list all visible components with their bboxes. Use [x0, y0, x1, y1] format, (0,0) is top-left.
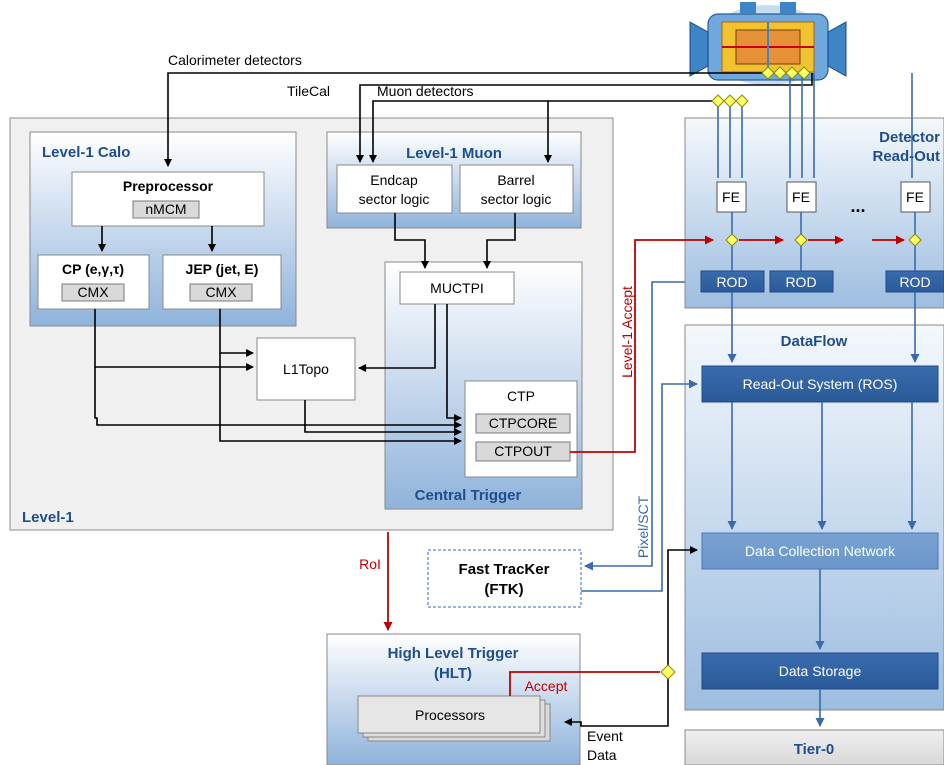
- dcn-label: Data Collection Network: [745, 543, 896, 559]
- level1-title: Level-1: [22, 509, 74, 526]
- endcap-box: [336, 164, 453, 214]
- detector-readout-title-line1: Detector: [879, 129, 940, 146]
- blue-connections: [581, 73, 920, 727]
- event-data-label-line1: Event: [587, 728, 623, 744]
- red-connections: [383, 235, 905, 696]
- cp-label: CP (e,γ,τ): [62, 261, 124, 277]
- l1topo-label: L1Topo: [283, 361, 329, 377]
- muon-detectors-label: Muon detectors: [377, 83, 474, 99]
- ctp-label: CTP: [507, 388, 535, 404]
- cp-cmx-label: CMX: [77, 284, 109, 300]
- data-storage-label: Data Storage: [779, 663, 862, 679]
- barrel-label-line1: Barrel: [497, 172, 534, 188]
- fe-label-1: FE: [722, 189, 740, 205]
- roi-label: RoI: [359, 556, 381, 572]
- ctpout-label: CTPOUT: [494, 443, 552, 459]
- endcap-label-line2: sector logic: [359, 191, 430, 207]
- dataflow-title: DataFlow: [781, 333, 848, 350]
- ctpcore-label: CTPCORE: [489, 415, 557, 431]
- accept-label: Accept: [525, 678, 568, 694]
- tier0-label: Tier-0: [794, 741, 835, 758]
- tier0-box: [684, 729, 944, 765]
- rod-label-3: ROD: [899, 274, 930, 290]
- ftk-box: [427, 549, 582, 608]
- ros-box: [701, 365, 939, 403]
- text-layer: Calorimeter detectors TileCal Muon detec…: [22, 52, 940, 763]
- preprocessor-label: Preprocessor: [123, 178, 214, 194]
- atlas-detector-graphic: [689, 2, 847, 85]
- fe-box-2: [786, 181, 817, 213]
- jep-cmx-box: [189, 283, 253, 302]
- rod-label-1: ROD: [716, 274, 747, 290]
- jep-label: JEP (jet, E): [186, 261, 259, 277]
- processors-label: Processors: [415, 707, 485, 723]
- fe-box-3: [900, 181, 931, 213]
- hlt-title-line2: (HLT): [434, 665, 472, 682]
- nmcm-label: nMCM: [145, 201, 186, 217]
- rod-label-2: ROD: [785, 274, 816, 290]
- pixel-sct-label: Pixel/SCT: [635, 495, 651, 558]
- level1-connections: [94, 72, 813, 727]
- ftk-label-line1: Fast TracKer: [459, 561, 550, 578]
- fe-label-3: FE: [906, 189, 924, 205]
- level1-calo-title: Level-1 Calo: [42, 144, 130, 161]
- jep-cmx-label: CMX: [205, 284, 237, 300]
- processors-box: [357, 695, 541, 734]
- preprocessor-box: [71, 171, 265, 227]
- tilecal-label: TileCal: [287, 83, 330, 99]
- dcn-box: [701, 532, 939, 570]
- detector-readout-title-line2: Read-Out: [873, 148, 941, 165]
- fe-box-1: [716, 181, 747, 213]
- fe-label-2: FE: [792, 189, 810, 205]
- calorimeter-detectors-label: Calorimeter detectors: [168, 52, 302, 68]
- barrel-box: [459, 164, 574, 214]
- muctpi-box: [399, 271, 515, 305]
- ros-label: Read-Out System (ROS): [743, 376, 898, 392]
- hlt-title-line1: High Level Trigger: [388, 645, 519, 662]
- endcap-label-line1: Endcap: [370, 172, 418, 188]
- event-data-label-line2: Data: [587, 747, 617, 763]
- level1-muon-title: Level-1 Muon: [406, 145, 502, 162]
- l1topo-box: [256, 337, 356, 401]
- cp-cmx-box: [61, 283, 125, 302]
- connector-diamonds: [660, 66, 922, 680]
- ctpcore-box: [475, 413, 571, 434]
- nmcm-box: [132, 200, 200, 219]
- muctpi-label: MUCTPI: [430, 280, 484, 296]
- ftk-label-line2: (FTK): [484, 581, 523, 598]
- central-trigger-title: Central Trigger: [415, 487, 522, 504]
- level1-accept-label: Level-1 Accept: [619, 286, 635, 378]
- barrel-label-line2: sector logic: [481, 191, 552, 207]
- fe-ellipsis: ...: [850, 196, 865, 216]
